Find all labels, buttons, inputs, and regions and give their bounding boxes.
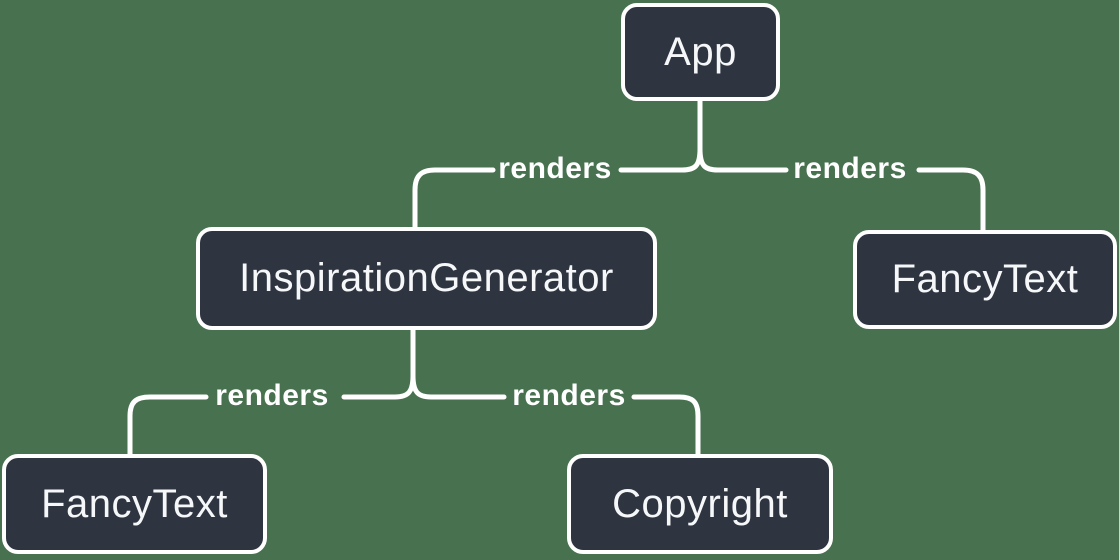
edge-label-inspiration-generator-fancy-text: renders (215, 379, 329, 412)
node-fancy-text-right: FancyText (853, 230, 1117, 329)
edge-app-to-fancy-text (697, 146, 986, 234)
node-fancy-text-left: FancyText (2, 454, 267, 554)
edge-inspiration-generator-to-copyright (410, 373, 701, 458)
node-app: App (621, 3, 780, 101)
edge-label-inspiration-generator-copyright: renders (512, 379, 626, 412)
edge-label-app-inspiration-generator: renders (498, 152, 612, 185)
edge-label-app-fancy-text: renders (793, 152, 907, 185)
node-copyright: Copyright (567, 454, 833, 554)
node-inspiration-generator: InspirationGenerator (196, 227, 657, 330)
